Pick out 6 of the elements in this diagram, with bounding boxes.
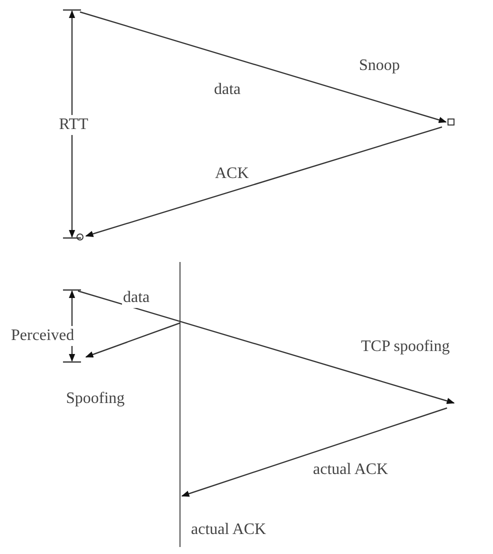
proxy-label: TCP spoofing	[360, 337, 451, 357]
caption-label: Spoofing	[65, 389, 126, 409]
dimension-label: RTT	[58, 115, 90, 135]
message-label: data	[122, 288, 151, 308]
dimension-label: Perceived	[10, 326, 76, 346]
proxy-label: Snoop	[358, 56, 401, 76]
